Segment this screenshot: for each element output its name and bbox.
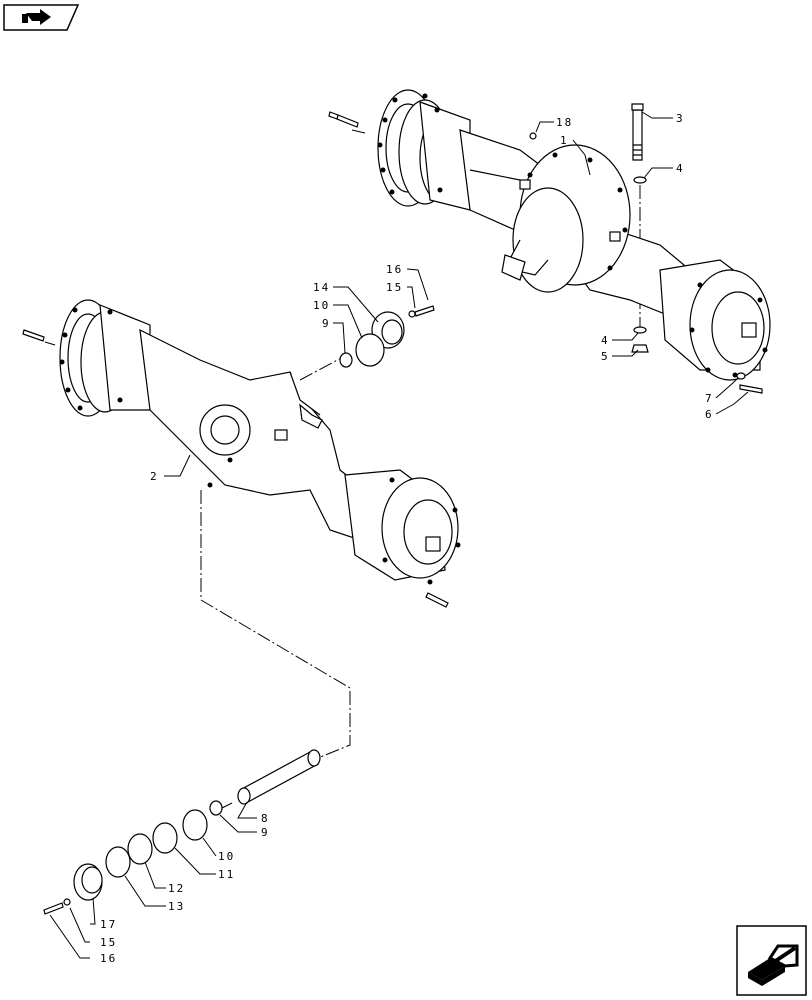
callout-18: 18 [556, 116, 573, 129]
callout-2: 2 [150, 470, 159, 483]
callout-16-lower: 16 [100, 952, 117, 965]
callout-15-lower: 15 [100, 936, 117, 949]
callout-17: 17 [100, 918, 117, 931]
callout-4-top: 4 [676, 162, 685, 175]
axle-assembly-upper [377, 89, 771, 381]
axle-assembly-lower [59, 299, 461, 585]
callout-9-lower: 9 [261, 826, 270, 839]
callout-12: 12 [168, 882, 185, 895]
callout-5: 5 [601, 350, 610, 363]
callout-labels: 3 4 4 5 7 6 1 18 2 14 10 9 16 15 8 9 10 … [100, 112, 714, 965]
arrow-forward-icon [748, 944, 799, 986]
callout-3: 3 [676, 112, 685, 125]
callout-14: 14 [313, 281, 330, 294]
callout-4-bottom: 4 [601, 334, 610, 347]
callout-16-upper: 16 [386, 263, 403, 276]
callout-6: 6 [705, 408, 714, 421]
callout-10-lower: 10 [218, 850, 235, 863]
callout-13: 13 [168, 900, 185, 913]
callout-10-upper: 10 [313, 299, 330, 312]
forward-nav-button[interactable] [736, 925, 807, 996]
callout-1: 1 [560, 134, 569, 147]
callout-7: 7 [705, 392, 714, 405]
leader-lines [49, 111, 749, 959]
callout-9-upper: 9 [322, 317, 331, 330]
back-nav-button[interactable] [3, 4, 80, 31]
loose-parts [22, 103, 763, 915]
callout-11: 11 [218, 868, 235, 881]
callout-8: 8 [261, 812, 270, 825]
callout-15-upper: 15 [386, 281, 403, 294]
arrow-back-icon [22, 9, 51, 25]
